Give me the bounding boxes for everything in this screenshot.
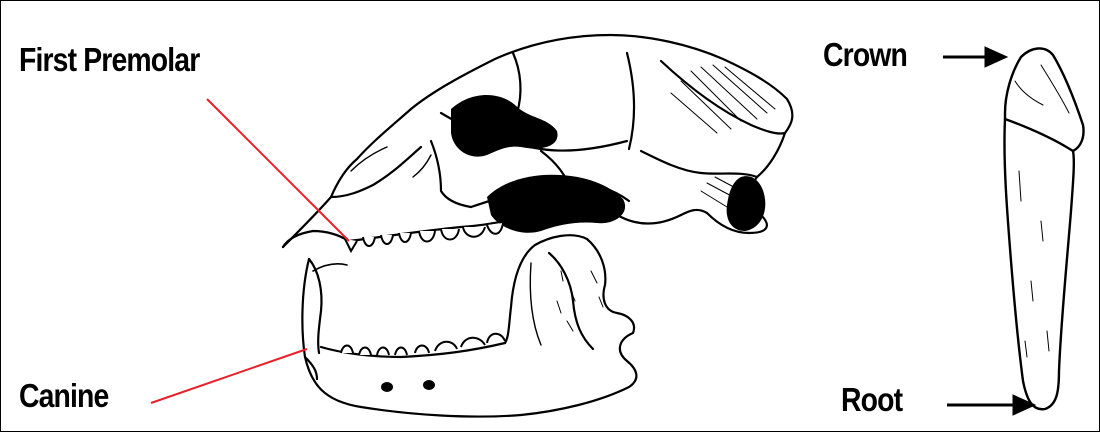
canine-label: Canine xyxy=(19,379,108,412)
crown-arrow-head xyxy=(985,47,1007,67)
mandible-foramina xyxy=(381,380,435,392)
tooth-root xyxy=(1004,119,1073,409)
root-arrow-head xyxy=(1013,395,1035,415)
mandible xyxy=(302,235,636,416)
cranium-shading xyxy=(451,95,765,233)
first-premolar-pointer xyxy=(207,99,349,241)
lower-teeth xyxy=(341,334,505,355)
crown-label: Crown xyxy=(823,38,907,71)
root-label: Root xyxy=(841,383,902,416)
upper-teeth xyxy=(345,223,503,251)
canine-pointer xyxy=(151,349,307,403)
tooth-crown xyxy=(1005,48,1084,151)
tooth-illustration xyxy=(1004,48,1083,409)
first-premolar-label: First Premolar xyxy=(19,43,199,76)
pointer-lines xyxy=(151,99,349,403)
